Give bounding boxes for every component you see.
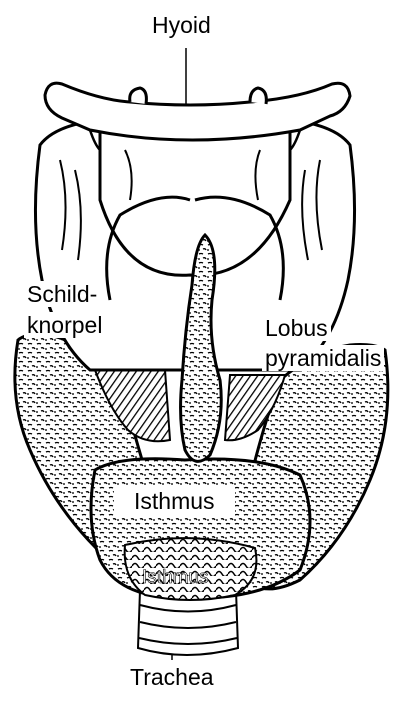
- label-isthmus: Isthmus: [114, 485, 235, 517]
- label-schild-line1: Schild-: [24, 281, 100, 307]
- label-trachea: Trachea: [130, 664, 214, 690]
- label-schild-line2: knorpel: [24, 312, 105, 338]
- label-lobus-line1: Lobus: [262, 315, 331, 341]
- label-lobus-line2: pyramidalis: [262, 345, 384, 371]
- label-hyoid: Hyoid: [152, 12, 211, 38]
- label-isthmus-inner: Isthmus: [142, 565, 209, 591]
